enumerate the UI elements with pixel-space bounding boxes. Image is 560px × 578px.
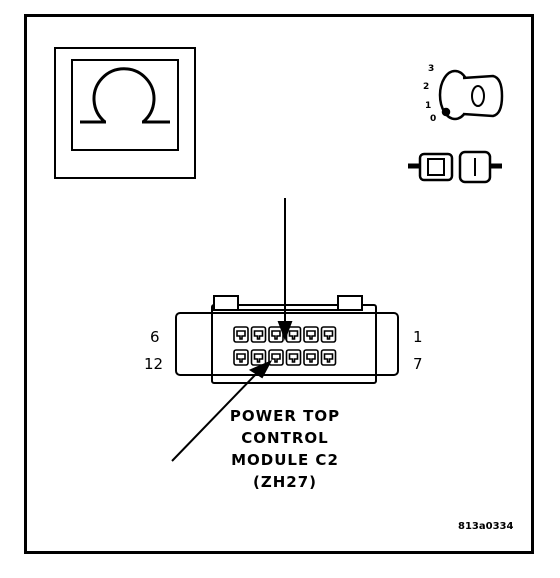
pin-terminal	[236, 353, 246, 363]
probe-lines	[171, 198, 293, 462]
figure-code: 813a0334	[458, 521, 514, 532]
pin-terminal	[288, 353, 299, 363]
pin-label-1: 1	[413, 328, 423, 346]
key-position-3: 3	[428, 64, 435, 74]
connector-body	[175, 295, 399, 384]
pin-terminal	[323, 353, 334, 363]
ignition-key-icon	[438, 69, 504, 121]
key-position-1: 1	[425, 101, 432, 111]
key-position-0: 0	[430, 114, 437, 124]
connector-pins	[233, 326, 337, 366]
pin-terminal	[306, 353, 316, 363]
disconnected-connector-icon	[408, 150, 502, 184]
pin-terminal	[323, 330, 334, 340]
pin-label-12: 12	[144, 355, 164, 373]
pin-terminal	[271, 353, 281, 363]
connector-name: POWER TOP CONTROL MODULE C2 (ZH27)	[200, 405, 370, 493]
key-position-2: 2	[423, 82, 430, 92]
pin-label-6: 6	[150, 328, 160, 346]
connector-name-line: MODULE C2	[231, 451, 339, 469]
connector-name-line: CONTROL	[241, 429, 329, 447]
pin-terminal	[236, 330, 246, 340]
pin-terminal	[271, 330, 281, 340]
connector-name-line: (ZH27)	[252, 473, 317, 491]
pin-terminal	[306, 330, 316, 340]
pin-terminal	[253, 353, 264, 363]
pin-terminal	[288, 330, 299, 340]
pin-terminal	[253, 330, 264, 340]
pin-label-7: 7	[413, 355, 423, 373]
connector-name-line: POWER TOP	[229, 407, 341, 425]
ohmmeter-icon	[54, 47, 196, 179]
